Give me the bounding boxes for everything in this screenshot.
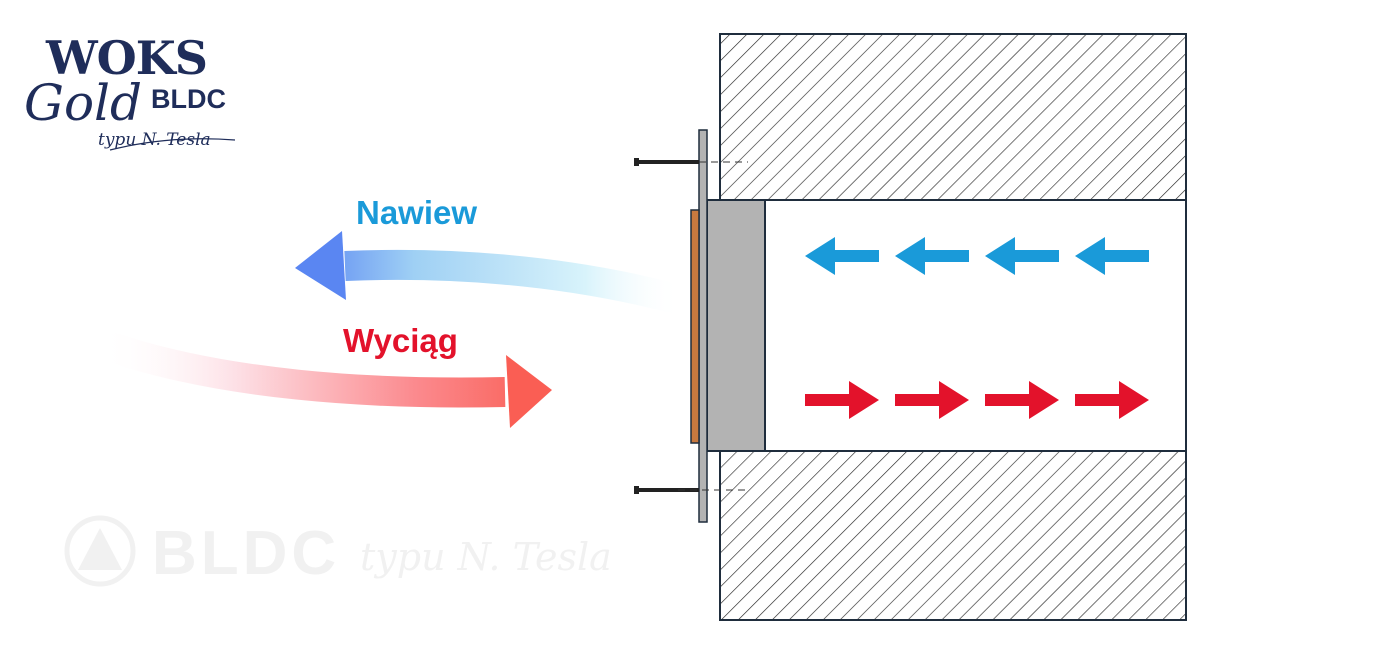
- fan-unit: [690, 129, 766, 523]
- arrow-right-icon: [805, 381, 879, 419]
- arrow-right-icon: [1075, 381, 1149, 419]
- logo-bldc-text: BLDC: [151, 84, 226, 114]
- logo-underline-swash: [109, 138, 236, 151]
- filter-panel: [690, 209, 700, 444]
- supply-label: Nawiew: [356, 194, 477, 231]
- watermark-brand: BLDC: [152, 519, 340, 588]
- brand-logo: WOKS Gold BLDC typu N. Tesla: [24, 31, 236, 151]
- screw-icon: [634, 486, 748, 494]
- arrow-right-icon: [895, 381, 969, 419]
- exhaust-label: Wyciąg: [343, 322, 458, 359]
- arrow-left-icon: [985, 237, 1059, 275]
- supply-airflow-arrow: [295, 231, 684, 315]
- logo-gold-text: Gold: [24, 74, 142, 132]
- wall-upper: [719, 33, 1187, 200]
- supply-direction-arrows: [805, 237, 1149, 275]
- fan-body: [706, 199, 766, 452]
- arrow-left-icon: [1075, 237, 1149, 275]
- watermark-tagline: typu N. Tesla: [360, 535, 612, 579]
- exhaust-direction-arrows: [805, 381, 1149, 419]
- logo-woks-text: WOKS: [45, 31, 207, 85]
- logo-tagline: typu N. Tesla: [98, 130, 211, 150]
- arrow-left-icon: [895, 237, 969, 275]
- watermark: BLDC typu N. Tesla: [64, 515, 612, 588]
- arrow-left-icon: [805, 237, 879, 275]
- exhaust-airflow-arrow: [100, 330, 552, 428]
- arrow-right-icon: [985, 381, 1059, 419]
- screw-icon: [634, 158, 748, 166]
- mounting-plate: [698, 129, 708, 523]
- mountain-circle-icon: [64, 515, 136, 587]
- wall-duct: [720, 199, 1187, 452]
- wall-lower: [719, 451, 1187, 621]
